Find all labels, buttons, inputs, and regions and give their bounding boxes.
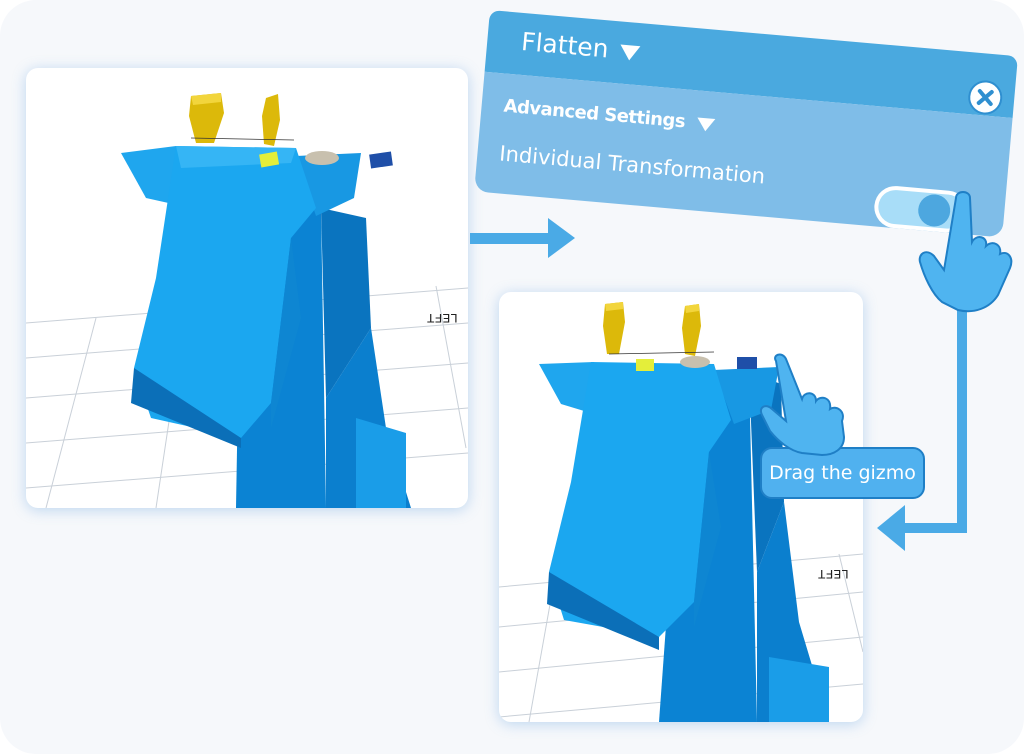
drag-gizmo-tooltip: Drag the gizmo <box>760 447 925 499</box>
close-button[interactable] <box>966 79 1004 116</box>
close-icon <box>976 88 994 106</box>
svg-text:LEFT: LEFT <box>427 310 458 325</box>
viewport-after[interactable]: LEFT <box>499 292 863 722</box>
svg-text:LEFT: LEFT <box>818 566 849 581</box>
advanced-settings-label: Advanced Settings <box>502 95 686 133</box>
flatten-dropdown[interactable]: Flatten <box>520 27 642 66</box>
flatten-panel: Flatten Advanced Settings Individual Tra… <box>470 10 1018 280</box>
chevron-down-icon <box>619 44 641 61</box>
individual-transformation-toggle[interactable] <box>872 184 970 235</box>
panel-title: Flatten <box>520 26 610 64</box>
viewport-before[interactable]: LEFT <box>26 68 468 508</box>
individual-transformation-label: Individual Transformation <box>498 141 767 189</box>
advanced-settings-dropdown[interactable]: Advanced Settings <box>503 96 716 135</box>
giraffe-model-after: LEFT <box>499 302 863 722</box>
chevron-down-icon <box>696 116 716 132</box>
giraffe-model-before: LEFT <box>26 93 468 508</box>
